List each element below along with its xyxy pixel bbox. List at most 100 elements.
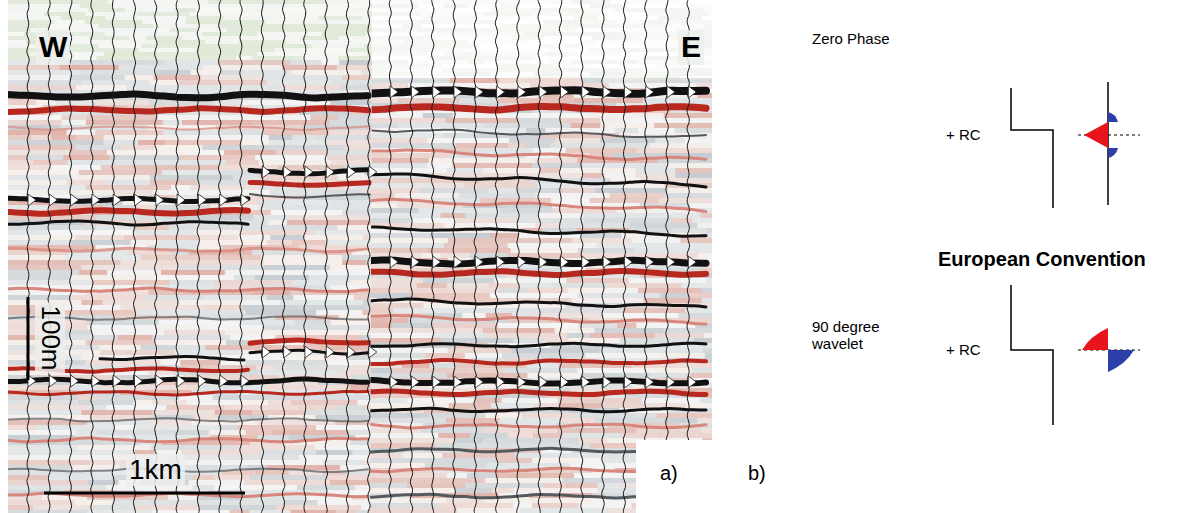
noise-strip <box>370 438 456 443</box>
noise-strip <box>389 36 437 40</box>
wiggle-peak <box>539 256 547 268</box>
noise-strip <box>261 255 343 260</box>
noise-strip <box>292 280 352 285</box>
noise-strip <box>517 328 555 333</box>
wiggle-peak <box>92 375 100 387</box>
wiggle-trace <box>197 0 200 513</box>
reflector <box>370 380 706 384</box>
noise-strip <box>104 135 186 140</box>
noise-strip <box>671 12 711 16</box>
noise-strip <box>535 56 580 60</box>
noise-strip <box>257 32 299 36</box>
noise-strip <box>427 56 490 60</box>
noise-strip <box>8 8 33 12</box>
noise-strip <box>418 208 501 213</box>
noise-strip <box>394 193 460 198</box>
noise-strip <box>617 20 642 24</box>
noise-strip <box>575 98 645 103</box>
noise-strip <box>8 255 66 260</box>
seismic-section <box>8 0 712 513</box>
noise-strip <box>559 118 600 123</box>
noise-strip <box>370 303 424 308</box>
noise-strip <box>269 140 329 145</box>
noise-strip <box>85 0 109 4</box>
noise-strip <box>8 20 55 24</box>
noise-strip <box>199 505 277 510</box>
noise-strip <box>159 320 241 325</box>
noise-strip <box>393 308 455 313</box>
noise-strip <box>456 218 519 223</box>
wiggle-peak <box>433 86 441 98</box>
noise-strip <box>370 508 458 513</box>
noise-strip <box>8 85 77 90</box>
noise-strip <box>560 498 592 503</box>
noise-strip <box>165 140 243 145</box>
noise-strip <box>342 255 372 260</box>
noise-strip <box>423 28 462 32</box>
wiggle-peak <box>688 256 696 268</box>
noise-strip <box>370 24 403 28</box>
noise-strip <box>320 52 368 56</box>
wavelet-lobe <box>1108 148 1118 158</box>
noise-strip <box>370 498 447 503</box>
noise-strip <box>421 253 442 258</box>
noise-strip <box>427 163 454 168</box>
wiggle-peak <box>561 256 569 268</box>
noise-strip <box>629 278 707 283</box>
noise-strip <box>709 12 712 16</box>
reflector <box>370 174 706 187</box>
scale-bar-vertical <box>27 297 30 380</box>
wiggle-peak <box>241 194 249 206</box>
noise-strip <box>647 78 712 83</box>
wiggle-peak <box>688 86 696 98</box>
noise-strip <box>549 60 574 64</box>
noise-strip <box>370 413 428 418</box>
noise-strip <box>141 255 224 260</box>
reflector <box>370 271 706 275</box>
noise-strip <box>252 120 331 125</box>
noise-strip <box>8 150 72 155</box>
noise-strip <box>469 60 486 64</box>
noise-strip <box>76 85 128 90</box>
noise-strip <box>233 175 261 180</box>
noise-strip <box>370 418 447 423</box>
noise-strip <box>8 260 65 265</box>
noise-strip <box>489 283 521 288</box>
noise-strip <box>472 24 503 28</box>
noise-strip <box>293 240 327 245</box>
noise-strip <box>303 0 327 4</box>
noise-strip <box>79 400 135 405</box>
noise-strip <box>279 12 316 16</box>
noise-strip <box>8 225 97 230</box>
noise-strip <box>235 445 315 450</box>
wiggle-trace <box>176 0 178 513</box>
noise-strip <box>452 8 491 12</box>
noise-strip <box>595 44 650 48</box>
noise-strip <box>179 300 246 305</box>
noise-strip <box>51 135 76 140</box>
noise-strip <box>411 8 453 12</box>
noise-strip <box>286 40 324 44</box>
noise-strip <box>8 280 93 285</box>
noise-strip <box>287 220 373 225</box>
wiggle-peak <box>92 194 100 206</box>
noise-strip <box>267 4 291 8</box>
noise-strip <box>703 348 712 353</box>
noise-strip <box>259 205 334 210</box>
noise-strip <box>301 395 375 400</box>
noise-strip <box>159 240 199 245</box>
noise-strip <box>321 60 340 65</box>
noise-strip <box>330 160 370 165</box>
noise-strip <box>153 400 188 405</box>
noise-strip <box>180 155 256 160</box>
noise-strip <box>447 348 513 353</box>
noise-strip <box>583 213 650 218</box>
noise-strip <box>370 278 424 283</box>
noise-strip <box>574 473 646 478</box>
noise-strip <box>443 4 470 8</box>
noise-strip <box>582 233 622 238</box>
noise-strip <box>429 48 465 52</box>
noise-strip <box>502 24 557 28</box>
noise-strip <box>280 460 324 465</box>
noise-strip <box>370 68 388 72</box>
